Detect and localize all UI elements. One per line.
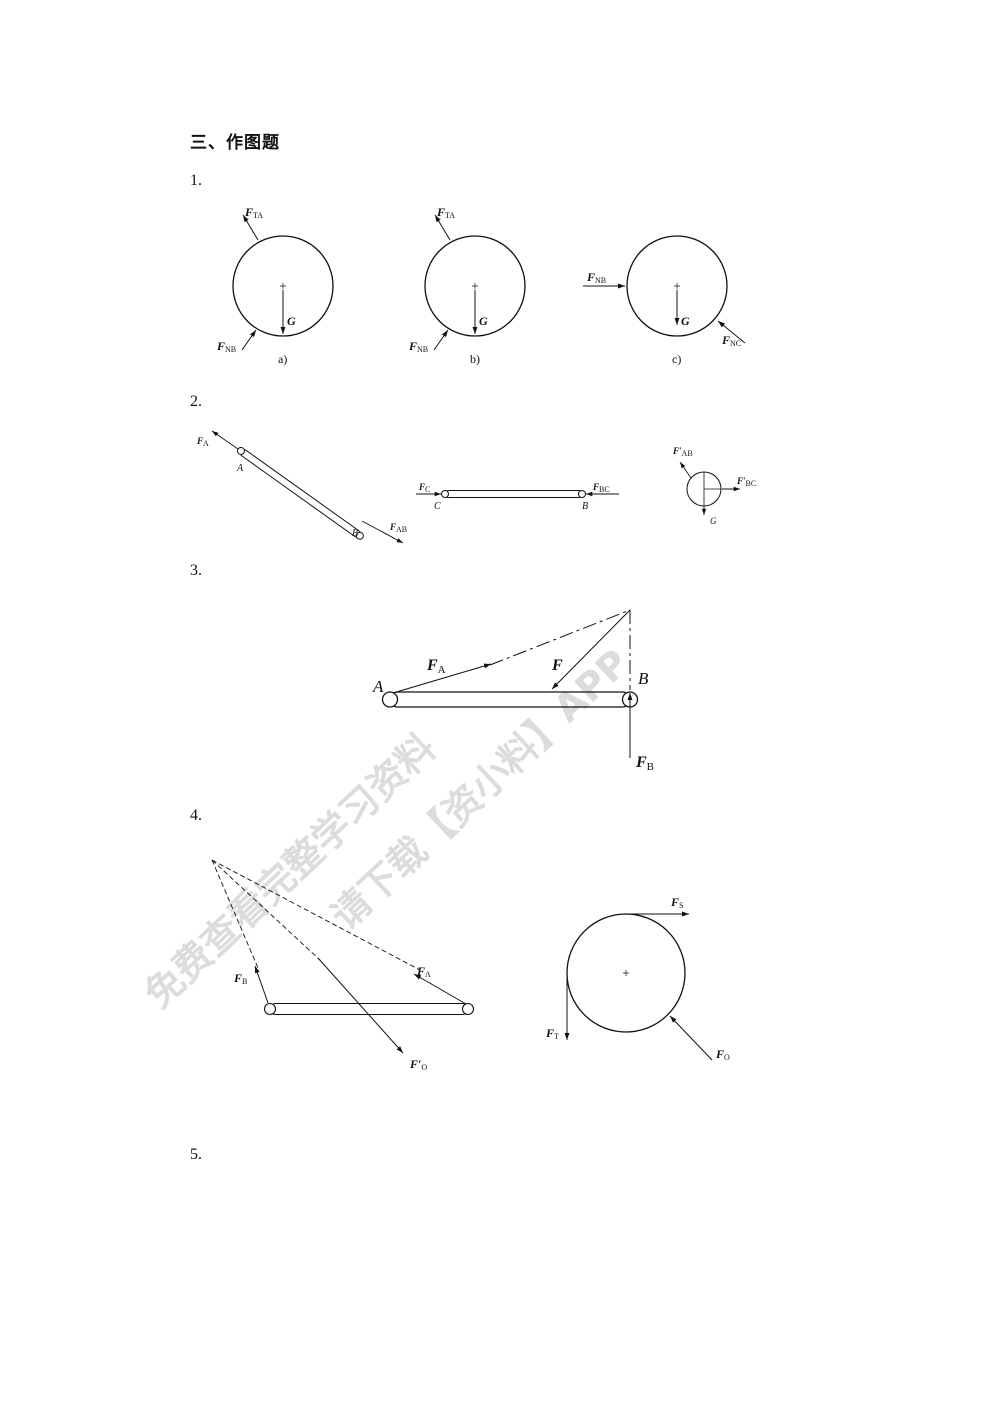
q1b-fnb-arrow — [433, 329, 449, 351]
q4-fb-label: FB — [233, 971, 247, 986]
q2-point-b1: B — [352, 528, 358, 539]
q4-fo-arrow — [317, 957, 404, 1054]
q4-fa-label: FA — [416, 964, 431, 979]
q3-fa-extension — [489, 609, 631, 666]
q3-f-arrow — [551, 609, 631, 690]
q3-beam — [389, 691, 631, 708]
q1a-fta-label: FTA — [244, 205, 263, 220]
q1c-fnb-label: FNB — [586, 270, 606, 285]
q1b-fta-arrow — [434, 214, 451, 241]
q4-ft-label: FT — [545, 1026, 559, 1041]
question-number-3: 3. — [190, 562, 202, 579]
q1a-circle — [232, 235, 334, 337]
q1a-fnb-label: FNB — [216, 339, 236, 354]
q4-fo-label: F′O — [409, 1057, 427, 1072]
q4-bar: FB FA F′O — [211, 859, 475, 1072]
q1c-fnc-label: FNC — [721, 333, 741, 348]
q4-fo-wheel-arrow — [669, 1015, 713, 1061]
q3-fa-arrow — [392, 663, 492, 694]
q1-figure-b: FTA FNB G b) — [408, 205, 526, 366]
question-number-4: 4. — [190, 807, 202, 824]
q2-fa-label: FA — [196, 436, 209, 448]
question-number-1: 1. — [190, 172, 202, 189]
q1a-g-label: G — [287, 314, 296, 328]
question-number-5: 5. — [190, 1146, 202, 1163]
q2-node-b: F′AB F′BC G — [672, 446, 756, 526]
q1b-caption: b) — [470, 352, 480, 366]
q1b-fnb-label: FNB — [408, 339, 428, 354]
q2-fab-arrow — [361, 520, 404, 544]
q1c-fnc-arrow — [717, 320, 746, 344]
q2-node-fbc-label: F′BC — [736, 476, 756, 488]
q1b-g-label: G — [479, 314, 488, 328]
q2-node-fab-arrow — [679, 461, 692, 479]
q2-node-g-label: G — [710, 516, 717, 526]
q3-fb-label: FB — [635, 754, 654, 773]
q1a-fta-arrow — [242, 214, 259, 241]
q2-fc-label: FC — [418, 482, 430, 494]
q3-fa-label: FA — [426, 657, 446, 676]
q3-f-label: F — [551, 657, 563, 674]
q2-fbc-label: FBC — [592, 482, 610, 494]
q2-node-fab-label: F′AB — [672, 446, 693, 458]
question-number-2: 2. — [190, 393, 202, 410]
q4-wheel: FS FT FO — [545, 895, 730, 1062]
q3-point-a: A — [372, 677, 384, 696]
q4-beam — [269, 1002, 469, 1016]
q1c-g-label: G — [681, 314, 690, 328]
q2-point-a: A — [236, 463, 244, 474]
q4-fb-arrow — [254, 965, 269, 1004]
q1-figure-a: FTA FNB G a) — [216, 205, 334, 366]
q2-bar-cb: FC FBC C B — [416, 482, 619, 512]
q1a-fnb-arrow — [241, 329, 257, 351]
q4-fs-label: FS — [670, 895, 683, 910]
q2-fa-arrow — [211, 430, 239, 450]
q3-point-b: B — [638, 669, 649, 688]
q1c-caption: c) — [672, 352, 681, 366]
q2-point-c: C — [434, 501, 441, 512]
section-heading: 三、作图题 — [190, 133, 280, 153]
q4-fo-wheel-label: FO — [715, 1047, 730, 1062]
q1-figure-c: FNB FNC G c) — [583, 235, 746, 366]
q2-bar-ab: FA FAB A B — [196, 430, 407, 544]
q4-fa-arrow — [413, 973, 467, 1005]
q1a-caption: a) — [278, 352, 287, 366]
q2-fab-label: FAB — [389, 522, 407, 534]
q1b-fta-label: FTA — [436, 205, 455, 220]
q2-point-b2: B — [582, 501, 588, 512]
q3-figure: FA F FB A B — [372, 609, 654, 773]
